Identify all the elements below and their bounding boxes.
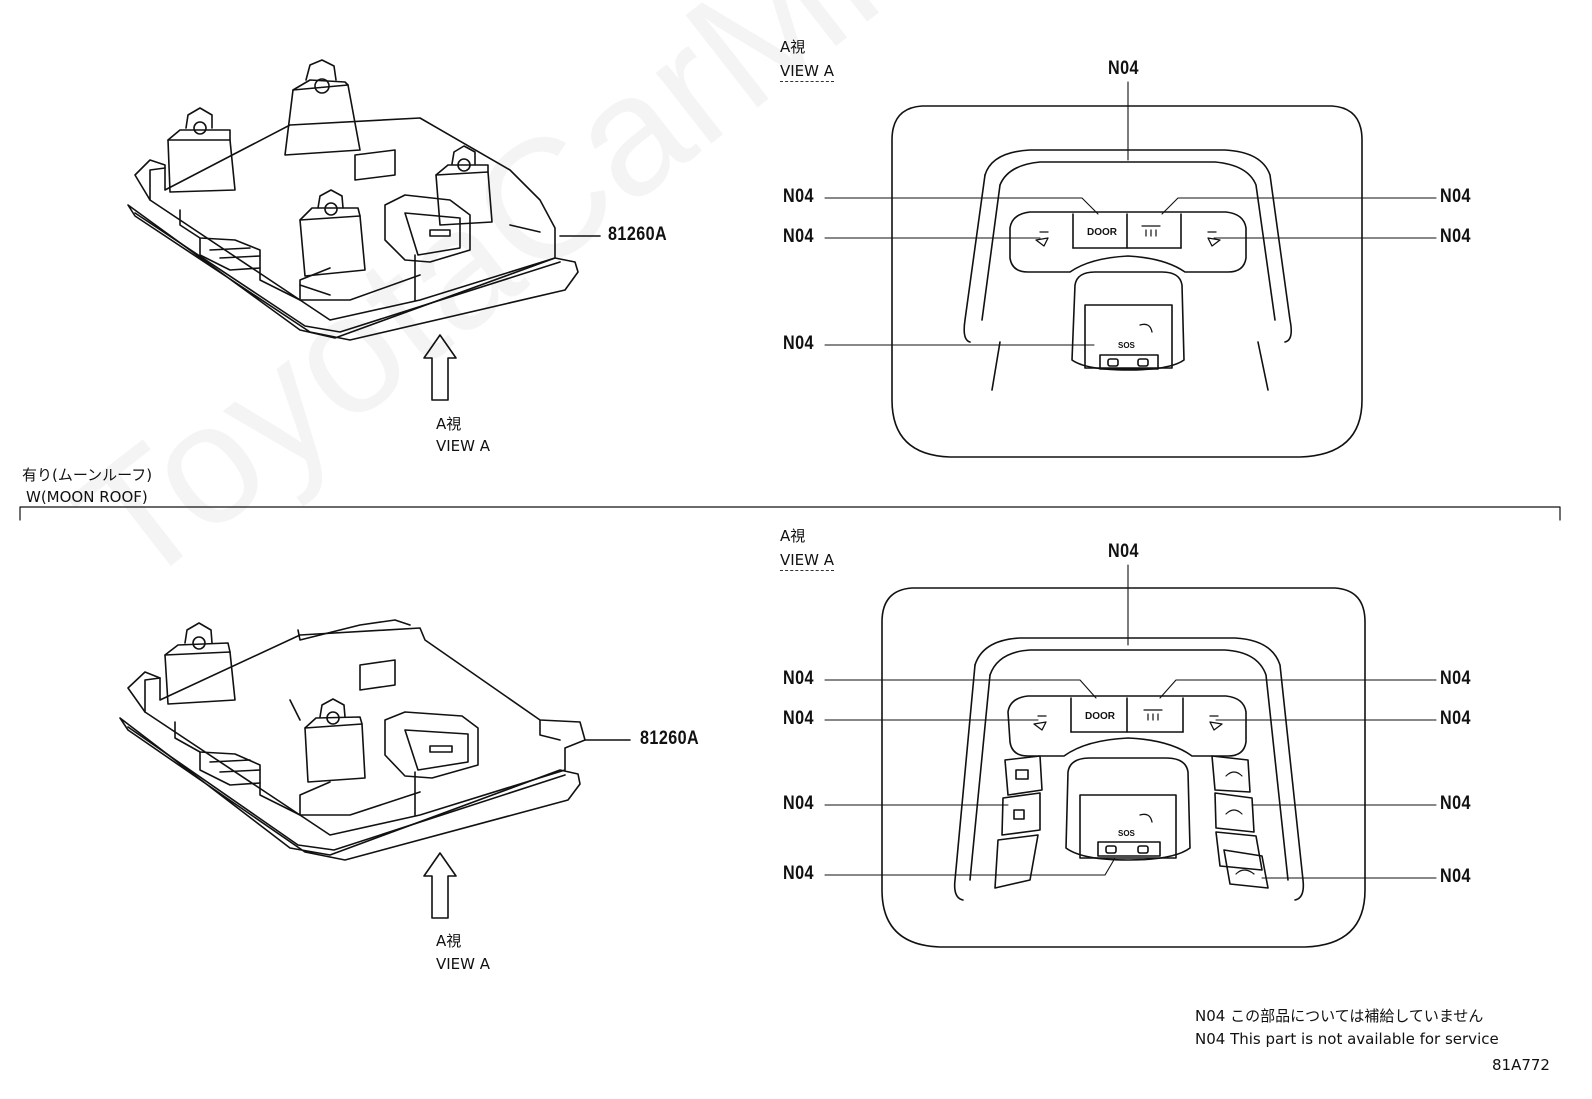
bottom-door-button-label: DOOR bbox=[1085, 711, 1115, 722]
top-callout-left-1: N04 bbox=[783, 186, 814, 207]
bottom-view-a-drawing bbox=[824, 564, 1437, 948]
top-door-button-label: DOOR bbox=[1087, 227, 1117, 238]
bottom-view-label-jp: A視 bbox=[780, 527, 806, 545]
bottom-callout-left-1: N04 bbox=[783, 668, 814, 689]
bottom-callout-center: N04 bbox=[1108, 541, 1139, 562]
note-jp: N04 この部品については補給していません bbox=[1195, 1007, 1484, 1025]
bottom-callout-sos: N04 bbox=[783, 863, 814, 884]
top-sos-button-label: SOS bbox=[1118, 341, 1135, 350]
bottom-console-drawing bbox=[119, 619, 631, 919]
top-arrow-label-en: VIEW A bbox=[436, 437, 491, 455]
top-view-a-drawing bbox=[824, 81, 1437, 458]
bottom-callout-right-4: N04 bbox=[1440, 866, 1471, 887]
section-label-jp: 有り(ムーンルーフ) bbox=[22, 466, 153, 484]
top-callout-sos: N04 bbox=[783, 333, 814, 354]
section-label-en: W(MOON ROOF) bbox=[26, 488, 148, 506]
bottom-part-number: 81260A bbox=[640, 728, 700, 749]
top-callout-right-1: N04 bbox=[1440, 186, 1471, 207]
top-callout-center: N04 bbox=[1108, 58, 1139, 79]
top-view-label-jp: A視 bbox=[780, 38, 806, 56]
bottom-callout-left-3: N04 bbox=[783, 793, 814, 814]
bottom-callout-left-2: N04 bbox=[783, 708, 814, 729]
bottom-callout-right-2: N04 bbox=[1440, 708, 1471, 729]
bottom-callout-right-3: N04 bbox=[1440, 793, 1471, 814]
section-divider bbox=[19, 506, 1561, 521]
bottom-callout-right-1: N04 bbox=[1440, 668, 1471, 689]
figure-id: 81A772 bbox=[1492, 1056, 1550, 1074]
note-en: N04 This part is not available for servi… bbox=[1195, 1030, 1499, 1048]
top-console-drawing bbox=[127, 59, 601, 401]
top-callout-left-2: N04 bbox=[783, 226, 814, 247]
top-view-label-en: VIEW A bbox=[780, 62, 835, 82]
bottom-arrow-label-jp: A視 bbox=[436, 932, 462, 950]
bottom-view-label-en: VIEW A bbox=[780, 551, 835, 571]
bottom-arrow-label-en: VIEW A bbox=[436, 955, 491, 973]
top-part-number: 81260A bbox=[608, 224, 668, 245]
top-callout-right-2: N04 bbox=[1440, 226, 1471, 247]
bottom-sos-button-label: SOS bbox=[1118, 829, 1135, 838]
top-arrow-label-jp: A視 bbox=[436, 415, 462, 433]
